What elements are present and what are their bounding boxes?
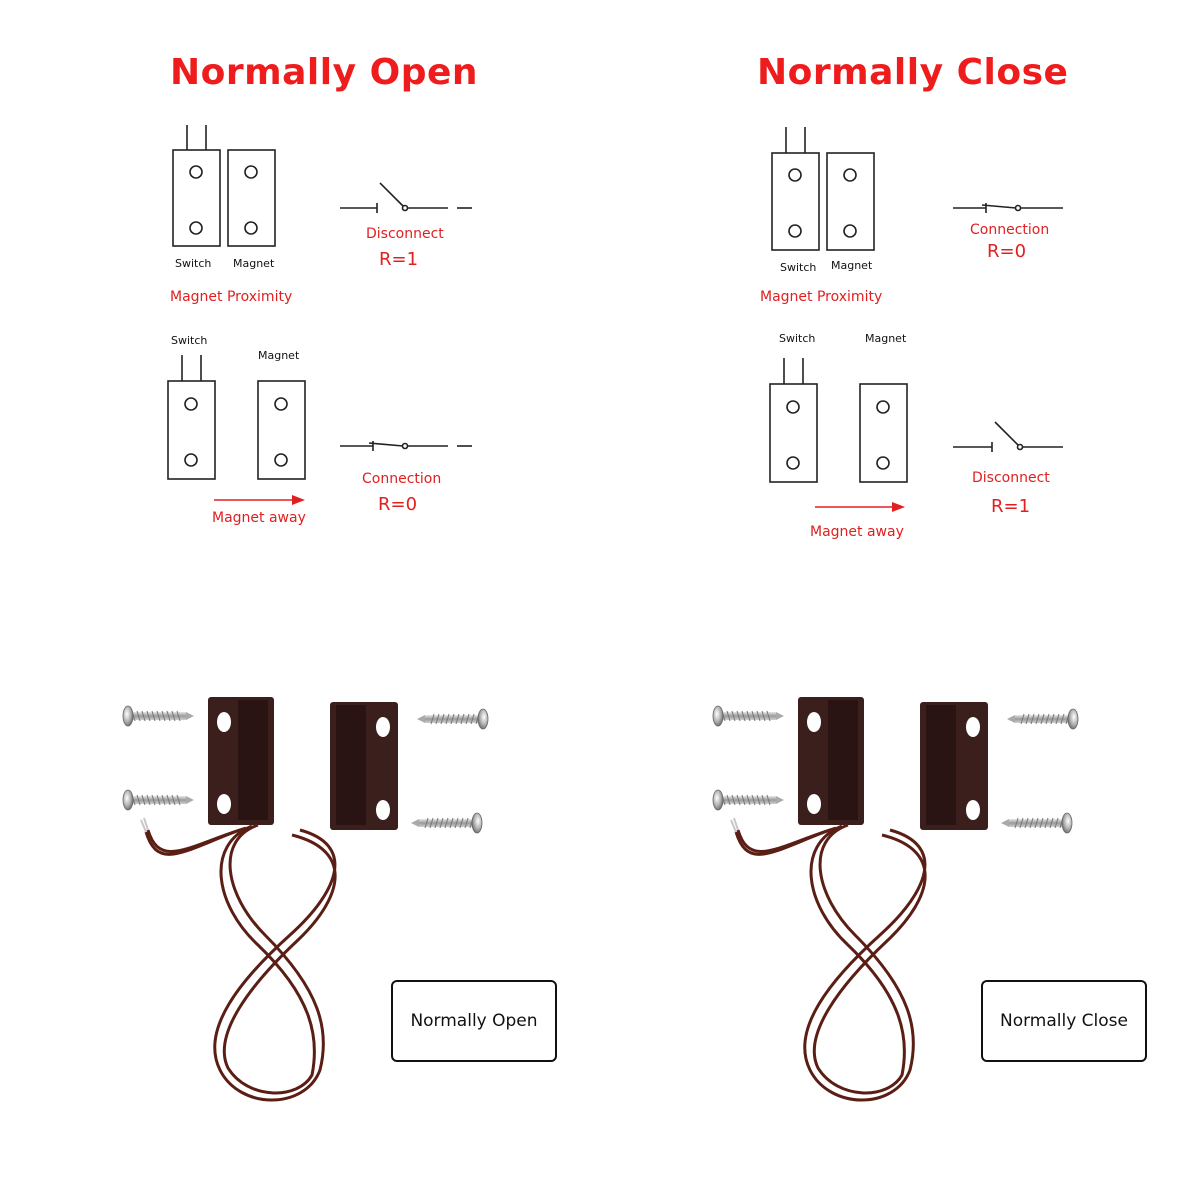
product-label-normally-open: Normally Open bbox=[391, 980, 557, 1062]
switch-label: Switch bbox=[780, 261, 817, 274]
resistance-value: R=0 bbox=[378, 494, 418, 515]
arrow-magnet-away-right bbox=[815, 502, 905, 512]
resistance-value: R=1 bbox=[379, 249, 419, 270]
closed-switch-symbol-top-right bbox=[953, 203, 1063, 213]
magnet-block-bottom-left bbox=[257, 380, 306, 480]
switch-block-bottom-left bbox=[167, 355, 216, 480]
arrow-magnet-away-left bbox=[214, 495, 305, 505]
state-text: Connection bbox=[362, 471, 442, 487]
magnet-label: Magnet bbox=[831, 259, 873, 272]
magnet-block-top-right bbox=[826, 152, 875, 251]
resistance-value: R=0 bbox=[987, 241, 1027, 262]
magnet-proximity-label: Magnet Proximity bbox=[170, 289, 293, 305]
magnet-label: Magnet bbox=[233, 257, 275, 270]
switch-label: Switch bbox=[175, 257, 212, 270]
product-label-text: Normally Open bbox=[410, 1011, 538, 1031]
resistance-value: R=1 bbox=[991, 496, 1031, 517]
magnet-block-bottom-right bbox=[859, 383, 908, 483]
title-normally-open: Normally Open bbox=[170, 52, 479, 93]
open-switch-symbol-top-left bbox=[340, 182, 472, 213]
normally-open-diagram bbox=[167, 125, 1063, 512]
switch-block-top-right bbox=[771, 127, 820, 251]
product-label-text: Normally Close bbox=[999, 1011, 1128, 1031]
switch-block-bottom-right bbox=[769, 358, 818, 483]
switch-label: Switch bbox=[171, 334, 208, 347]
state-text: Disconnect bbox=[366, 226, 444, 242]
magnet-block-top-left bbox=[227, 149, 276, 247]
magnet-proximity-label: Magnet Proximity bbox=[760, 289, 883, 305]
open-switch-symbol-bottom-right bbox=[953, 421, 1063, 452]
product-label-normally-close: Normally Close bbox=[981, 980, 1147, 1062]
title-normally-close: Normally Close bbox=[757, 52, 1069, 93]
switch-block-top-left bbox=[172, 125, 221, 247]
switch-label: Switch bbox=[779, 332, 816, 345]
state-text: Disconnect bbox=[972, 470, 1050, 486]
state-text: Connection bbox=[970, 222, 1050, 238]
magnet-away-label: Magnet away bbox=[810, 524, 904, 540]
closed-switch-symbol-bottom-left bbox=[340, 441, 472, 451]
magnet-label: Magnet bbox=[865, 332, 907, 345]
magnet-label: Magnet bbox=[258, 349, 300, 362]
magnet-away-label: Magnet away bbox=[212, 510, 306, 526]
